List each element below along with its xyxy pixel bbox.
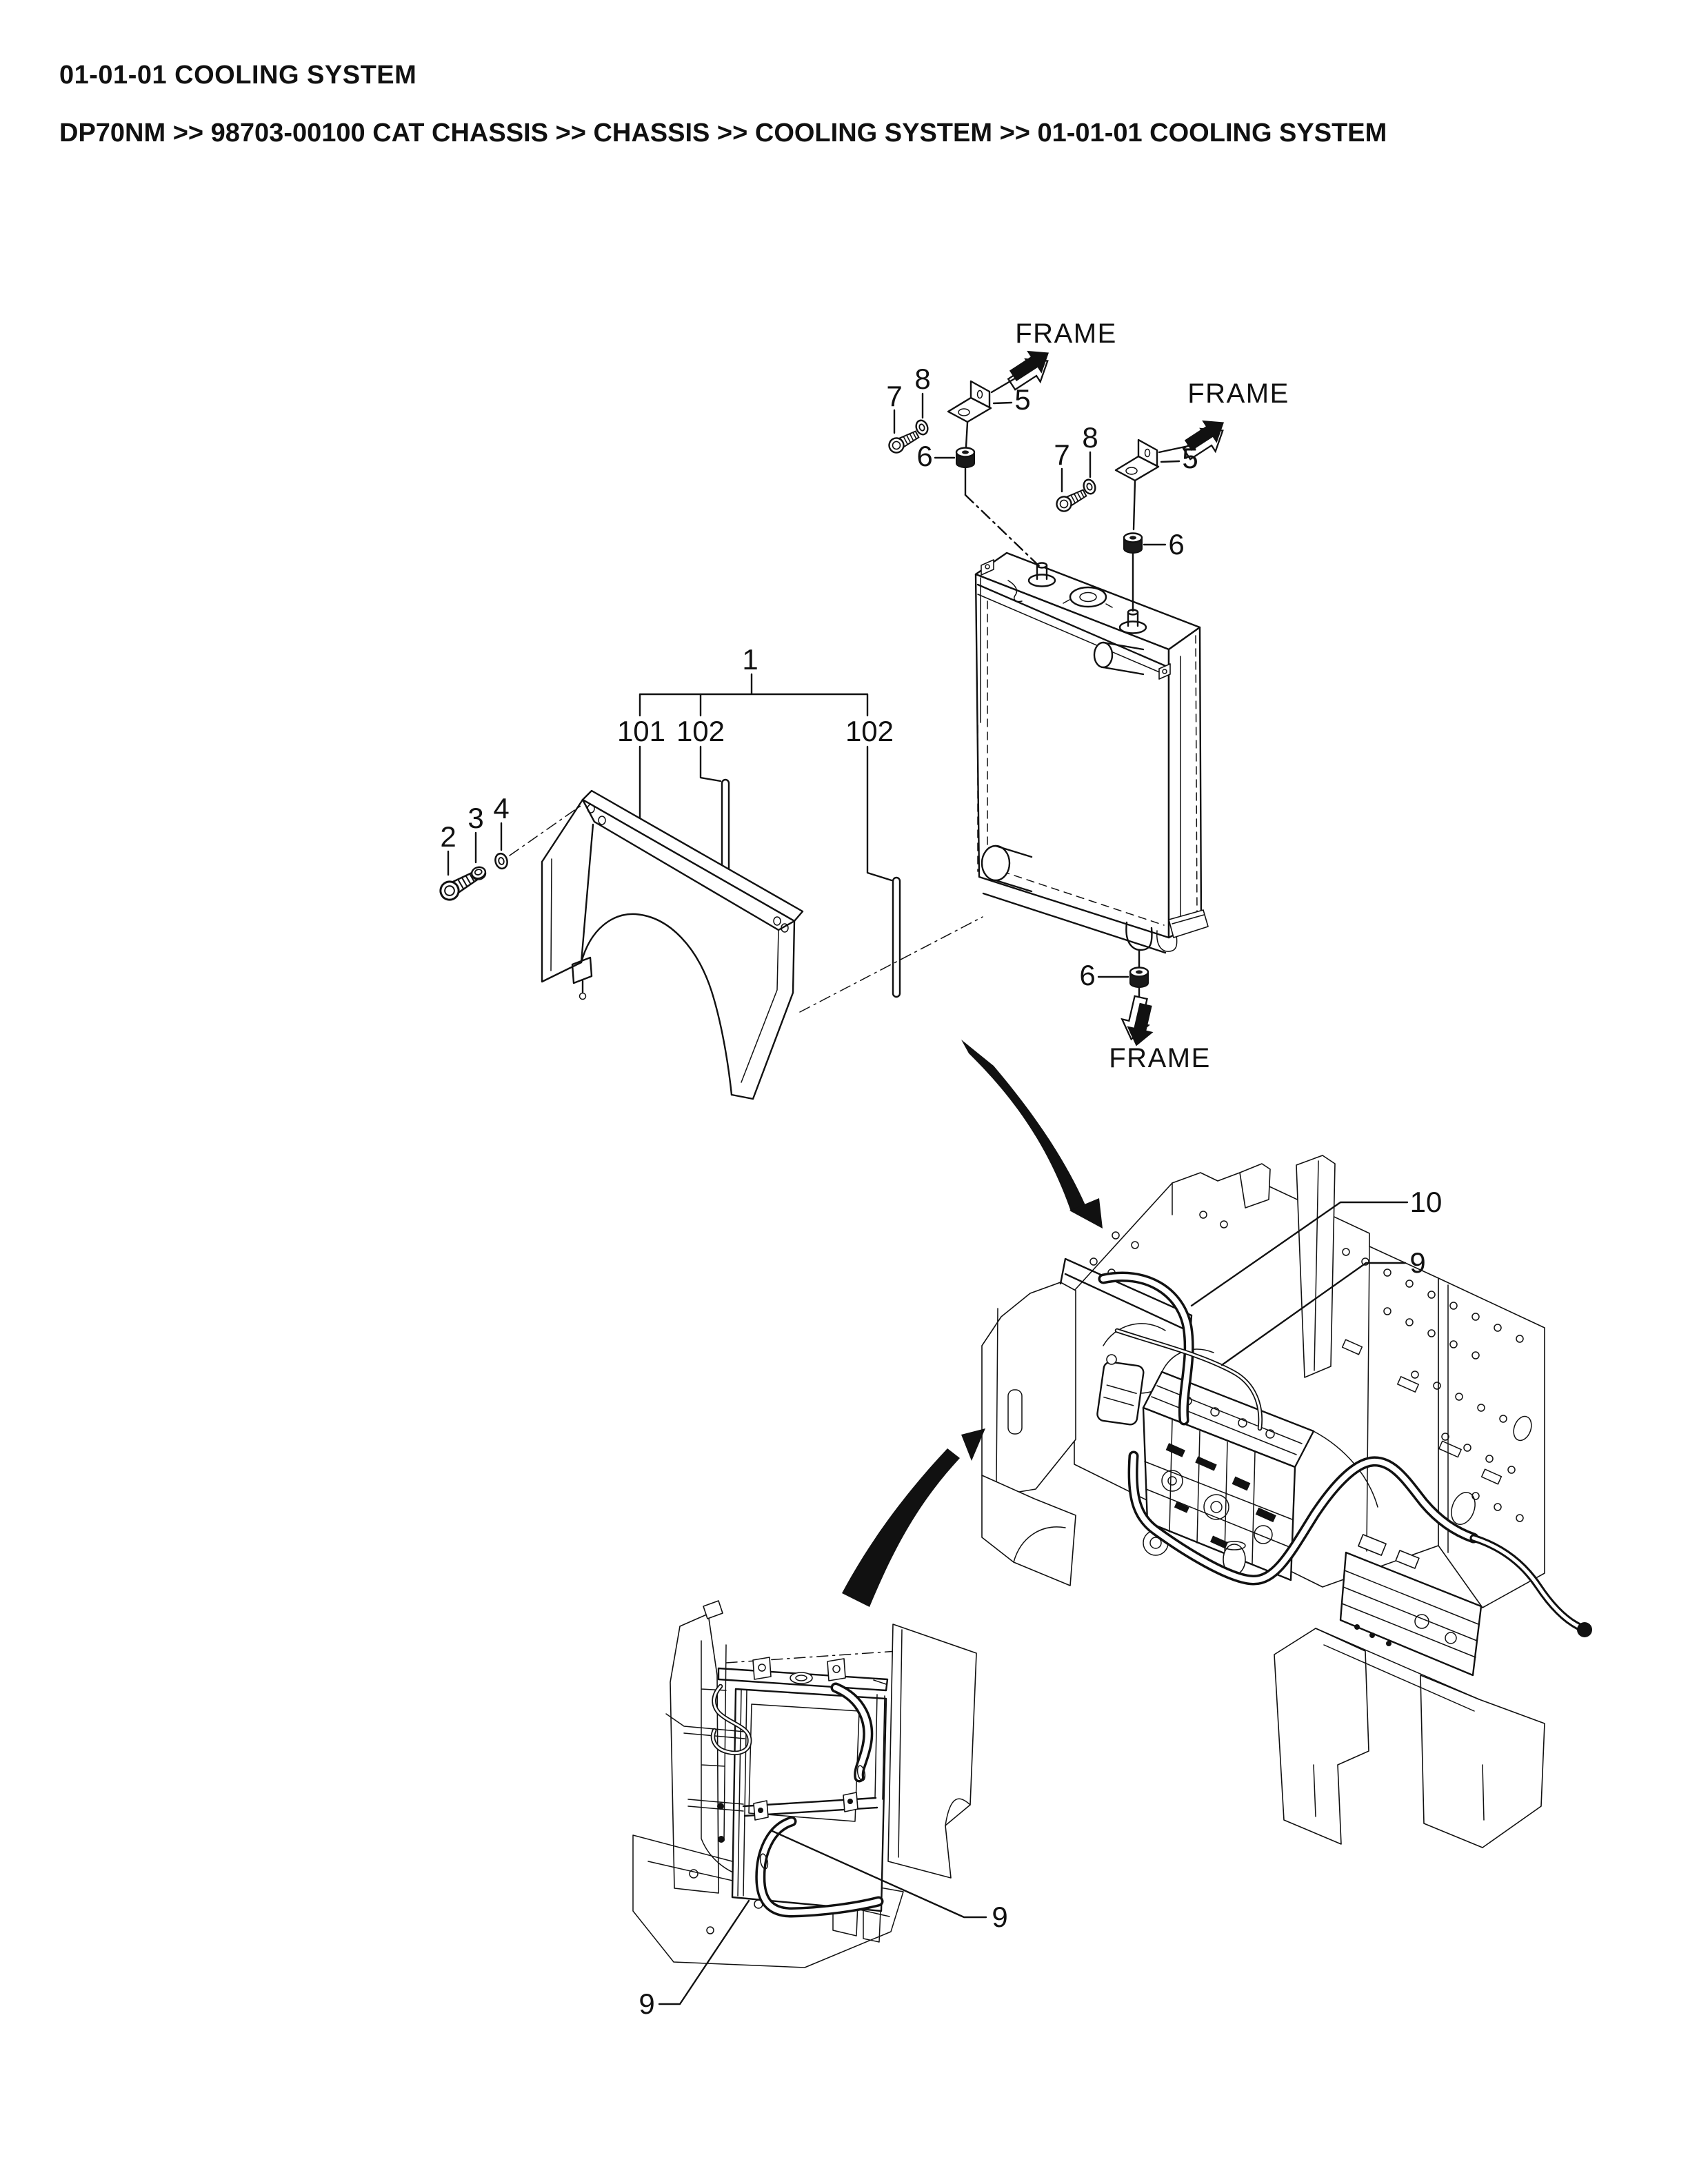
flow-arrow-2	[842, 1428, 985, 1607]
callout-bracket-a: 5	[1014, 383, 1030, 416]
callout-hose-lower-b: 9	[992, 1901, 1007, 1933]
assembly-bracket-lines	[639, 673, 869, 717]
callout-mount-c: 6	[1079, 959, 1095, 991]
shroud-front-band	[581, 798, 796, 931]
callout-mount-b: 6	[1168, 528, 1184, 560]
bolt-bracket-b-drawing	[1053, 485, 1089, 515]
frame-label-1: FRAME	[1015, 318, 1117, 349]
callout-seal-b: 102	[845, 715, 894, 747]
mount-c-drawing	[1129, 967, 1149, 989]
leader-part9	[1220, 1262, 1407, 1366]
callout-shroud: 101	[617, 715, 665, 747]
callout-bracket-b: 5	[1182, 442, 1198, 474]
frame-slots	[1341, 1339, 1532, 1525]
callout-seal-a: 102	[676, 715, 725, 747]
callout-washer-bracket-b: 8	[1082, 421, 1098, 454]
shroud-arch	[580, 913, 733, 1096]
leader-part10	[1190, 1201, 1409, 1307]
callout-hose-lower-a: 9	[1409, 1246, 1425, 1279]
breadcrumb[interactable]: DP70NM >> 98703-00100 CAT CHASSIS >> CHA…	[59, 119, 1387, 148]
leader-part9-bottom	[658, 1899, 750, 2005]
chassis-engine-assembly-drawing: 10 9	[981, 1155, 1592, 1848]
callout-washer-bracket-a: 8	[914, 363, 930, 395]
bolt-bracket-a-drawing	[885, 427, 922, 456]
callout-bolt-shroud: 2	[440, 820, 456, 853]
frame-label-3: FRAME	[1109, 1043, 1211, 1073]
seal-strip-b	[892, 876, 901, 998]
washer-shroud-drawing	[492, 851, 510, 871]
fan-shroud-group-drawing: 1 101 102 102 2 3 4	[436, 643, 983, 1100]
frame-arrow-3	[1117, 993, 1159, 1049]
callout-mount-a: 6	[916, 440, 932, 472]
callout-hose-lower-c: 9	[639, 1988, 654, 2020]
callout-bolt-bracket-b: 7	[1054, 438, 1069, 471]
frame-label-2: FRAME	[1187, 378, 1289, 409]
mount-b-drawing	[1123, 532, 1143, 554]
mount-a-drawing	[955, 447, 976, 469]
radiator-pin-right	[1118, 620, 1147, 634]
radiator-pin-left	[1027, 574, 1056, 587]
callout-bolt-bracket-a: 7	[886, 380, 902, 412]
flow-arrow-1	[961, 1040, 1103, 1228]
bracket-cluster-1: FRAME 5 8 7 6	[885, 318, 1117, 568]
bracket-cluster-2: FRAME 5 8 7 6	[1053, 378, 1289, 612]
bottom-mount-cluster: 6 FRAME	[1079, 959, 1211, 1073]
callout-hose-upper: 10	[1410, 1186, 1443, 1218]
radiator-drawing	[974, 552, 1209, 969]
shroud-top-face	[581, 789, 804, 922]
leader-part9-right	[771, 1830, 987, 1919]
radiator-installed-assembly-drawing: 9 9	[632, 1600, 1008, 2020]
callout-nut-shroud: 3	[468, 802, 483, 834]
callout-assembly: 1	[742, 643, 758, 676]
page-title: 01-01-01 COOLING SYSTEM	[59, 61, 417, 90]
callout-washer-shroud: 4	[493, 792, 509, 825]
